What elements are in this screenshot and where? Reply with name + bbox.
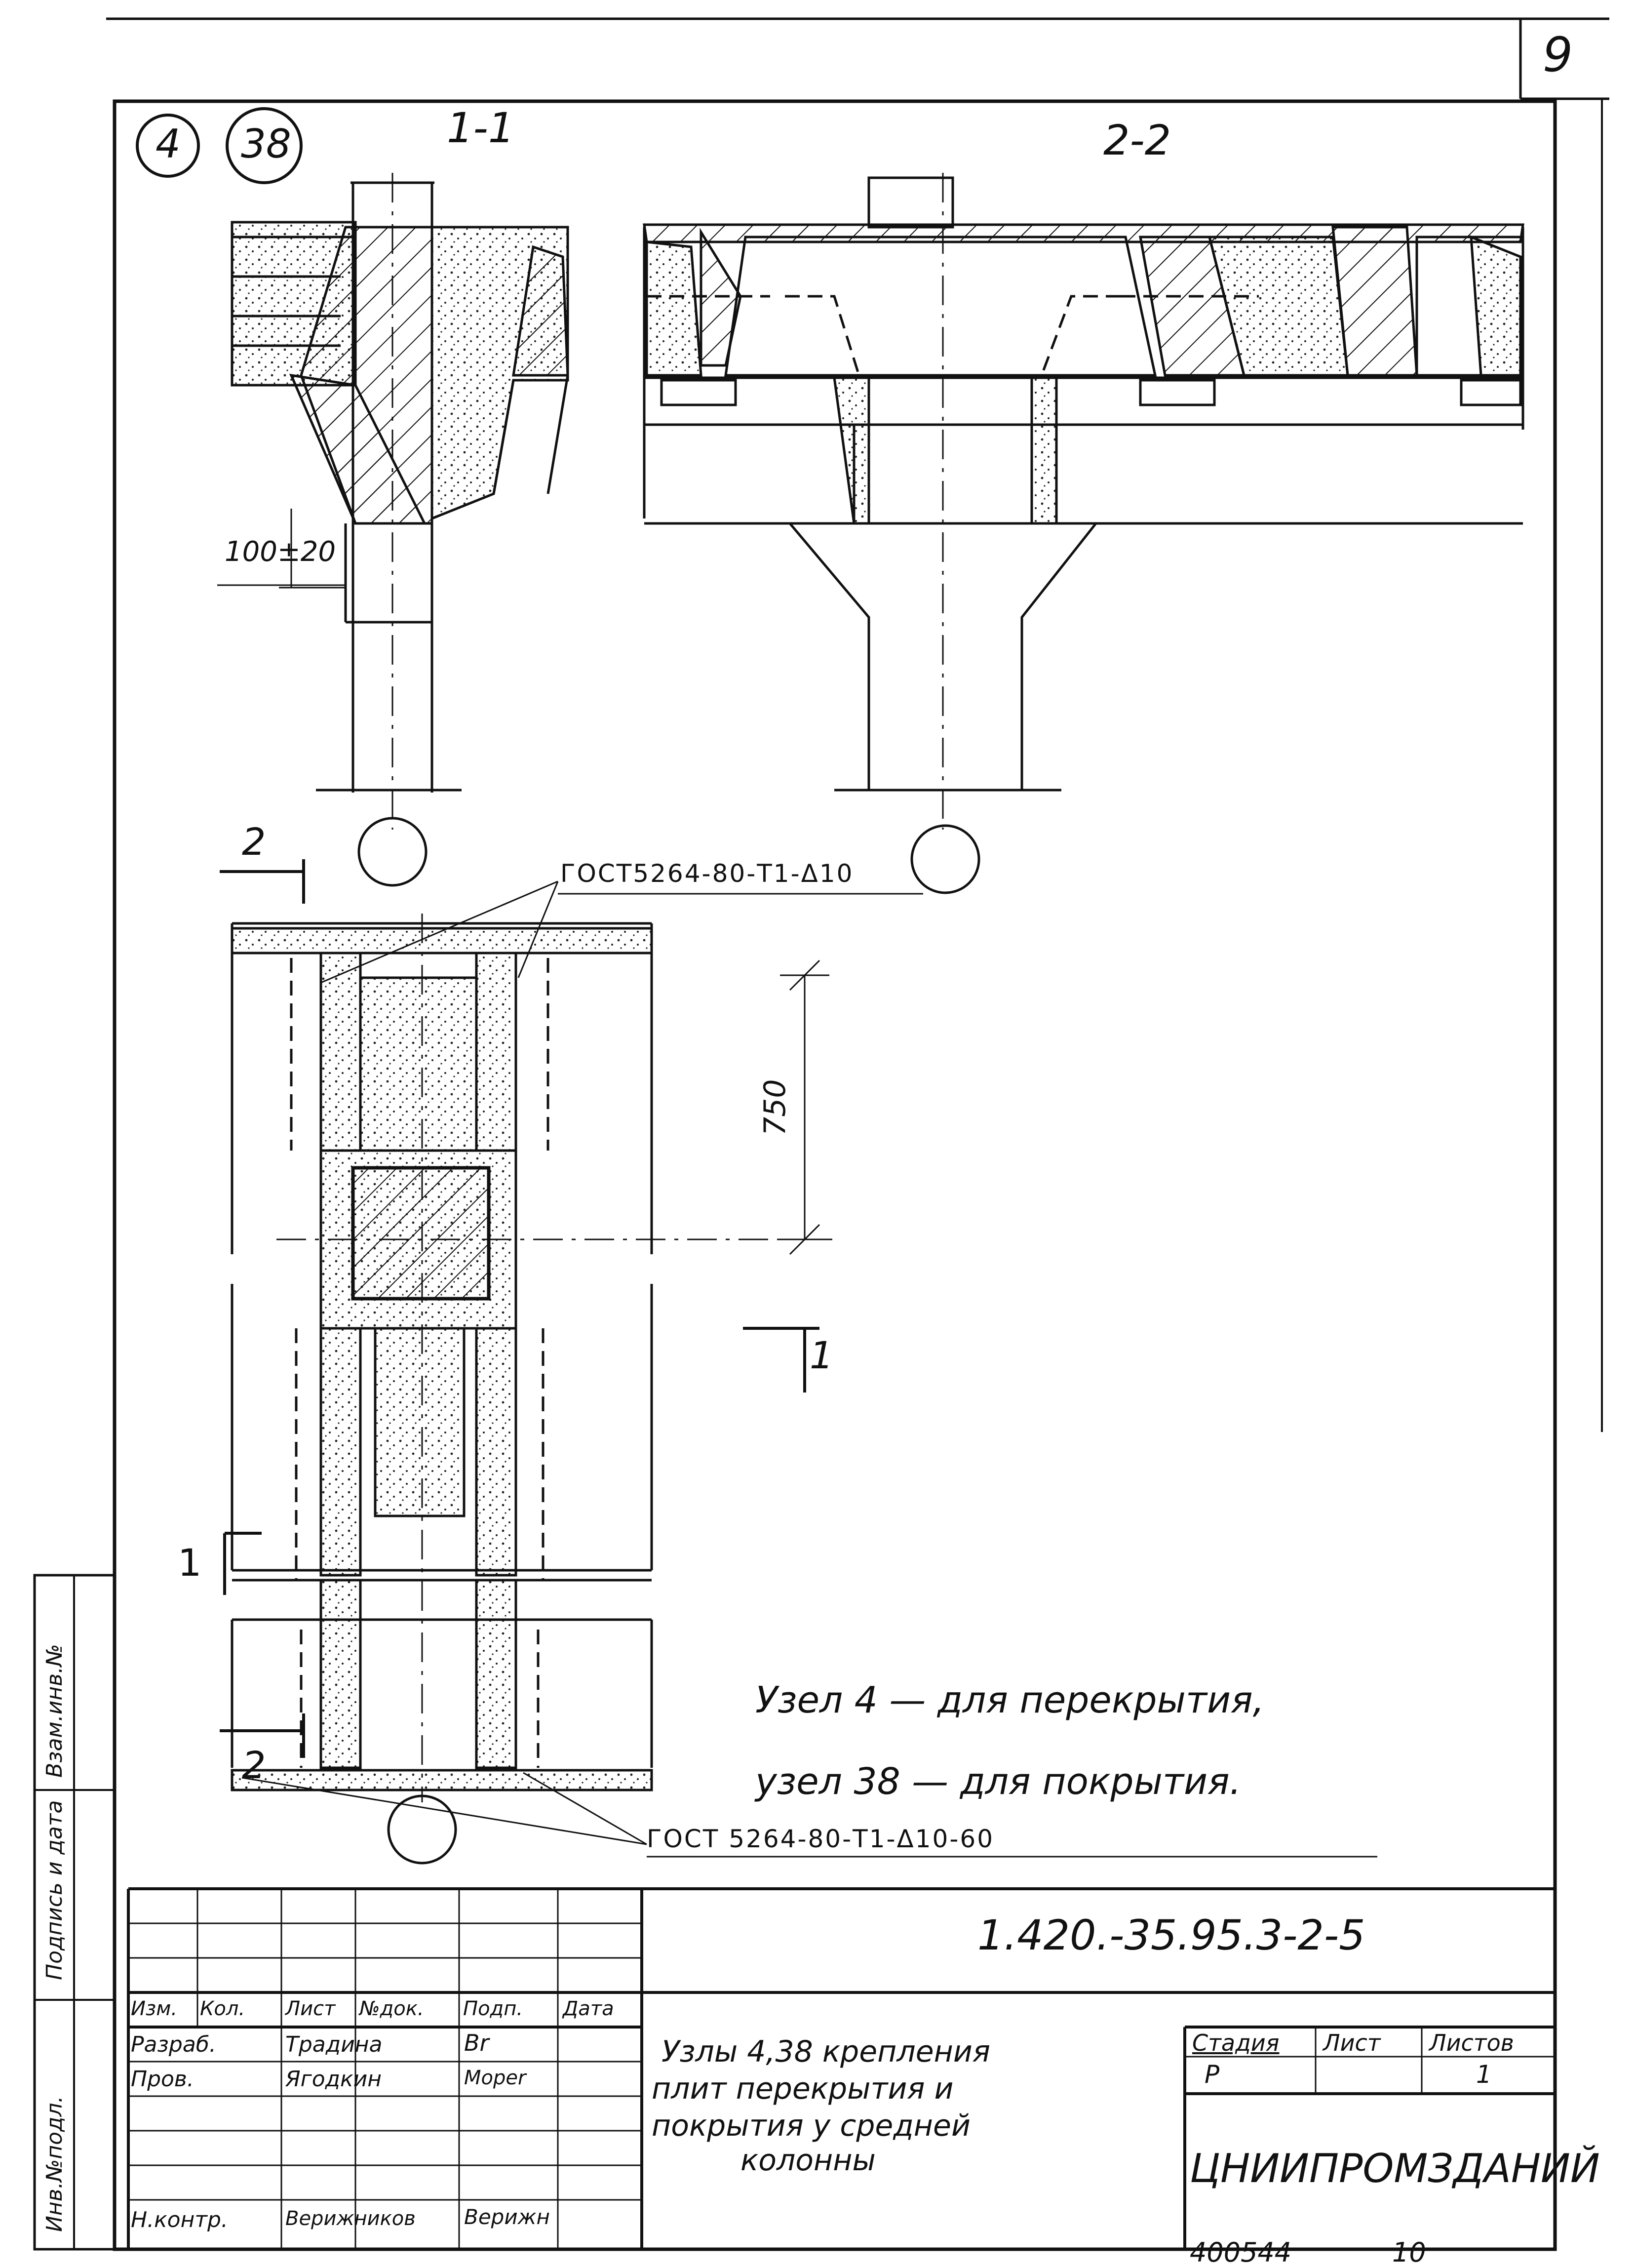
section-marks [220, 859, 819, 1758]
tb-header-kol: Кол. [200, 1997, 245, 2020]
dimension-750-label: 750 [758, 1079, 792, 1136]
stage-label: Стадия [1192, 2029, 1280, 2056]
tb-header-ndok: №док. [359, 1997, 424, 2020]
section-2-2-drawing [643, 176, 1524, 792]
sheets-label: Листов [1429, 2029, 1514, 2056]
side-stamp-sign-date: Подпись и дата [42, 1800, 67, 1980]
note-line-2: узел 38 — для покрытия. [755, 1760, 1242, 1803]
side-stamp-inv-no: Инв.№подл. [42, 2096, 67, 2232]
node-number-4: 4 [156, 121, 181, 167]
tb-header-izm: Изм. [131, 1997, 178, 2020]
tb-name-prov: Ягодкин [285, 2067, 382, 2092]
tb-name-nkontr: Верижников [285, 2207, 416, 2230]
callout-leaders [241, 880, 1377, 1858]
sheet-label: Лист [1323, 2029, 1381, 2056]
tb-role-razrab: Разраб. [131, 2032, 216, 2057]
axis-bubble-2-2 [910, 824, 980, 894]
tb-header-data: Дата [563, 1997, 614, 2020]
archive-sheet: 10 [1392, 2237, 1426, 2268]
drawing-title-line-2: плит перекрытия и [652, 2071, 954, 2106]
stage-value: Р [1205, 2060, 1220, 2089]
tb-header-list: Лист [285, 1997, 336, 2020]
section-1-1-drawing [231, 181, 569, 793]
page-number: 9 [1543, 27, 1573, 82]
callout-weld-bottom: ГОСТ 5264-80-Т1-Δ10-60 [647, 1825, 995, 1853]
axis-bubble-1-1 [357, 817, 428, 887]
title-block-grid [127, 1887, 1555, 2249]
dimension-gap-label: 100±20 [225, 536, 336, 568]
tb-name-razrab: Традина [285, 2032, 383, 2057]
tb-role-prov: Пров. [131, 2067, 194, 2092]
sheets-value: 1 [1476, 2060, 1492, 2089]
section-mark-2-top: 2 [242, 820, 266, 864]
tb-role-nkontr: Н.контр. [131, 2207, 228, 2232]
section-title-2-2: 2-2 [1103, 116, 1171, 164]
section-mark-1-right: 1 [810, 1333, 834, 1377]
document-code: 1.420.-35.95.3-2-5 [977, 1911, 1365, 1959]
sheet-frame [33, 17, 1609, 2251]
dimension-750-lines [780, 959, 829, 1255]
dimension-gap-lines [217, 514, 346, 588]
plan-view-drawing [231, 922, 653, 1791]
tb-sign-nkontr: Верижн [464, 2205, 550, 2229]
node-circles [136, 107, 303, 184]
section-title-1-1: 1-1 [447, 104, 515, 152]
section-mark-2-bottom: 2 [242, 1743, 266, 1787]
organization-name: ЦНИИПРОМЗДАНИЙ [1190, 2146, 1600, 2191]
archive-number: 400544 [1190, 2237, 1292, 2268]
drawing-title-line-3: покрытия у средней [652, 2109, 971, 2143]
callout-weld-top: ГОСТ5264-80-Т1-Δ10 [560, 859, 854, 888]
tb-sign-razrab: Br [464, 2029, 489, 2056]
drawing-title-line-4: колонны [740, 2143, 876, 2178]
axis-bubble-plan [387, 1794, 457, 1865]
section-mark-1-left: 1 [178, 1541, 202, 1585]
side-stamp-replace-inv: Взам.инв.№ [42, 1644, 67, 1778]
tb-header-podp: Подп. [463, 1997, 523, 2020]
drawing-title-line-1: Узлы 4,38 крепления [662, 2034, 990, 2069]
tb-sign-prov: Moper [464, 2067, 526, 2089]
node-number-38: 38 [241, 121, 291, 167]
note-line-1: Узел 4 — для перекрытия, [755, 1679, 1265, 1721]
